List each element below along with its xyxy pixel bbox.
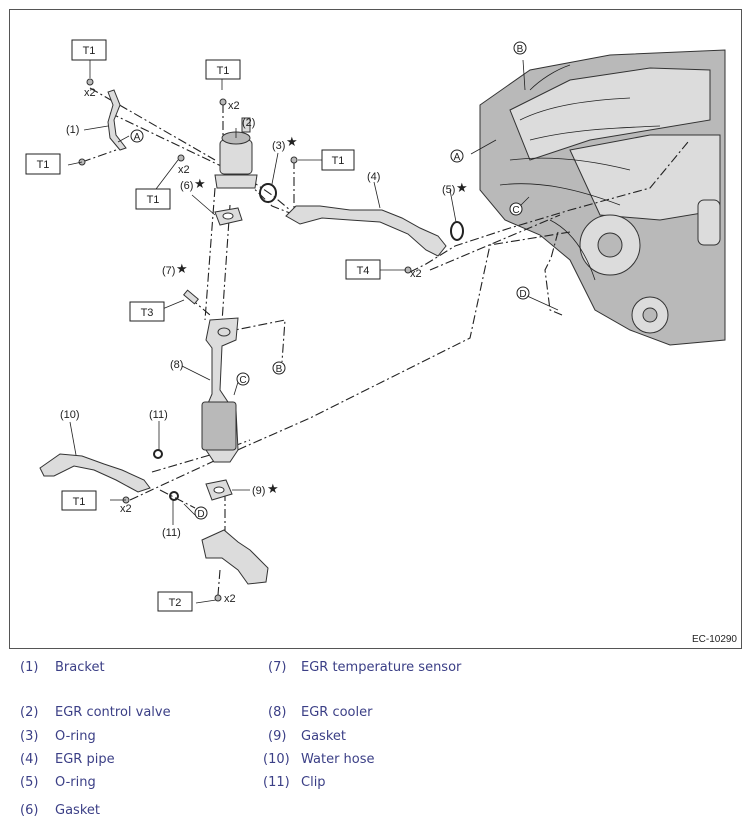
callout-6: (6) (180, 180, 193, 192)
svg-text:A: A (134, 132, 141, 143)
callout-10: (10) (60, 409, 80, 421)
callout-2: (2) (242, 117, 255, 129)
egr-pipe (285, 205, 447, 257)
torque-box-t1-e: T1 (135, 188, 171, 210)
svg-text:A: A (454, 152, 461, 163)
egr-pipe-lower (201, 529, 269, 585)
water-hose (39, 453, 151, 493)
legend-name-2: EGR control valve (55, 705, 171, 720)
legend-name-5: O-ring (55, 775, 96, 790)
svg-text:C: C (512, 205, 519, 216)
legend-num-8: (8) (268, 705, 287, 720)
legend-num-2: (2) (20, 705, 39, 720)
ref-d-right: D (516, 286, 530, 300)
svg-text:T2: T2 (169, 597, 182, 609)
ref-b-top: B (513, 41, 527, 55)
callout-4: (4) (367, 171, 380, 183)
exploded-diagram: T1 T1 T1 T1 T1 T4 T3 T1 T2 x2 x2 x2 x2 x… (9, 9, 742, 649)
gasket-6 (214, 207, 243, 226)
legend-name-7: EGR temperature sensor (301, 660, 462, 675)
legend-name-8: EGR cooler (301, 705, 373, 720)
torque-box-t1-c: T1 (25, 153, 61, 175)
gasket-9 (205, 479, 233, 501)
diagram-canvas: T1 T1 T1 T1 T1 T4 T3 T1 T2 x2 x2 x2 x2 x… (25, 39, 726, 612)
legend-name-6: Gasket (55, 803, 100, 818)
svg-text:T3: T3 (141, 307, 154, 319)
ref-b-mid: B (272, 361, 286, 375)
legend-name-10: Water hose (301, 752, 375, 767)
legend-num-1: (1) (20, 660, 39, 675)
star-9: ★ (267, 481, 279, 496)
star-3: ★ (286, 134, 298, 149)
legend-name-11: Clip (301, 775, 326, 790)
legend-name-9: Gasket (301, 729, 346, 744)
legend-name-4: EGR pipe (55, 752, 115, 767)
svg-text:D: D (197, 509, 204, 520)
torque-box-t1-a: T1 (71, 39, 107, 61)
callout-5: (5) (442, 184, 455, 196)
clip-lower (169, 491, 179, 501)
legend-num-5: (5) (20, 775, 39, 790)
legend-name-3: O-ring (55, 729, 96, 744)
callout-9: (9) (252, 485, 265, 497)
bolts (78, 78, 412, 602)
callout-11-b: (11) (162, 527, 181, 539)
star-7: ★ (176, 261, 188, 276)
svg-text:T4: T4 (357, 265, 370, 277)
ref-a-right: A (450, 149, 464, 163)
leaders (67, 59, 559, 604)
legend-name-1: Bracket (55, 660, 105, 675)
multiplier-x2-e: x2 (120, 503, 132, 515)
multiplier-x2-f: x2 (224, 593, 236, 605)
callout-7: (7) (162, 265, 175, 277)
egr-control-valve (214, 117, 258, 189)
legend-num-7: (7) (268, 660, 287, 675)
multiplier-x2-a: x2 (84, 87, 96, 99)
figure-code: EC-10290 (691, 634, 737, 645)
legend-num-11: (11) (263, 775, 290, 790)
callout-3: (3) (272, 140, 285, 152)
legend-num-9: (9) (268, 729, 287, 744)
engine-assembly (479, 49, 726, 346)
svg-text:T1: T1 (73, 496, 86, 508)
torque-box-t4: T4 (345, 259, 381, 280)
multiplier-x2-b: x2 (228, 100, 240, 112)
clip-upper (153, 449, 163, 459)
o-ring-3 (259, 183, 277, 203)
star-5: ★ (456, 180, 468, 195)
star-6: ★ (194, 176, 206, 191)
egr-cooler (201, 317, 239, 463)
ref-d-bottom: D (194, 506, 208, 520)
multiplier-x2-c: x2 (178, 164, 190, 176)
svg-text:D: D (519, 289, 526, 300)
svg-text:B: B (276, 364, 283, 375)
svg-text:T1: T1 (83, 45, 96, 57)
svg-text:B: B (517, 44, 524, 55)
egr-temperature-sensor (183, 289, 199, 305)
callout-11-a: (11) (149, 409, 168, 421)
ref-c-right: C (509, 202, 523, 216)
legend-num-10: (10) (263, 752, 290, 767)
o-ring-5 (450, 221, 464, 241)
torque-box-t1-d: T1 (321, 149, 355, 171)
callout-1: (1) (66, 124, 79, 136)
ref-c-cooler: C (236, 372, 250, 386)
legend-num-6: (6) (20, 803, 39, 818)
multiplier-x2-d: x2 (410, 268, 422, 280)
legend-num-3: (3) (20, 729, 39, 744)
torque-box-t2: T2 (157, 591, 193, 612)
ref-a-left: A (130, 129, 144, 143)
torque-box-t3: T3 (129, 301, 165, 322)
bracket (107, 89, 127, 151)
torque-box-t1-f: T1 (61, 490, 97, 511)
parts-legend: (1) Bracket (2) EGR control valve (3) O-… (0, 652, 752, 828)
svg-text:T1: T1 (217, 65, 230, 77)
legend-num-4: (4) (20, 752, 39, 767)
svg-text:T1: T1 (332, 155, 345, 167)
svg-text:T1: T1 (147, 194, 160, 206)
svg-text:C: C (239, 375, 246, 386)
svg-text:T1: T1 (37, 159, 50, 171)
callout-8: (8) (170, 359, 183, 371)
torque-box-t1-b: T1 (205, 59, 241, 80)
